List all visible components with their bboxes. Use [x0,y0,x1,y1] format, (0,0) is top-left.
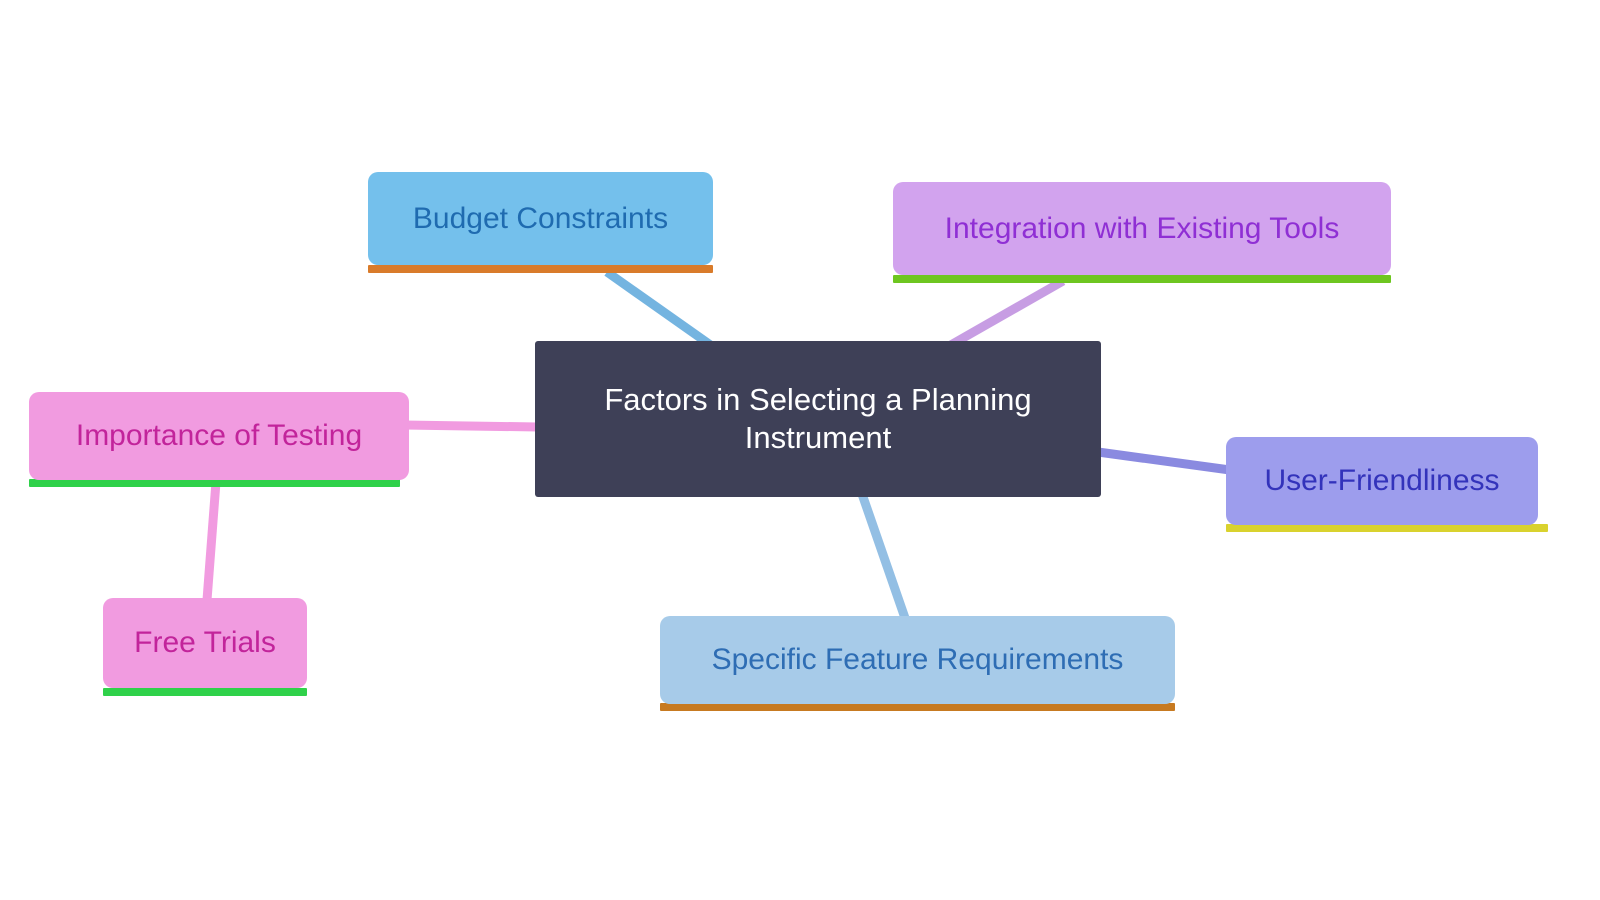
node-label: Budget Constraints [412,201,669,235]
node-underline-usability [1226,524,1548,532]
root-node-label: Factors in Selecting a Planning Instrume… [604,382,1032,455]
edge-testing-to-root [403,420,539,432]
node-underline-integration [893,275,1391,283]
node-underline-free-trials [103,688,307,696]
node-free-trials[interactable]: Free Trials [103,598,307,688]
node-label: Specific Feature Requirements [711,643,1124,677]
node-budget-constraints[interactable]: Budget Constraints [368,172,713,265]
node-specific-feature-requirements[interactable]: Specific Feature Requirements [660,616,1175,704]
node-underline-testing [29,479,400,487]
node-underline-budget [368,265,713,273]
node-underline-feature [660,703,1175,711]
node-user-friendliness[interactable]: User-Friendliness [1226,437,1538,525]
node-integration-with-existing-tools[interactable]: Integration with Existing Tools [893,182,1391,275]
edge-budget-to-root [604,268,722,355]
node-label: User-Friendliness [1264,464,1500,498]
node-importance-of-testing[interactable]: Importance of Testing [29,392,409,480]
edge-integration-to-root [939,277,1066,354]
edge-testing-to-freetrials [202,481,221,601]
node-label: Free Trials [134,626,276,660]
node-label: Importance of Testing [75,419,363,453]
edge-root-to-usability [1097,447,1231,475]
node-label: Integration with Existing Tools [944,211,1340,245]
edge-root-to-feature [857,492,910,620]
node-root-factors-in-selecting-a-planning-instrument[interactable]: Factors in Selecting a Planning Instrume… [535,341,1101,497]
